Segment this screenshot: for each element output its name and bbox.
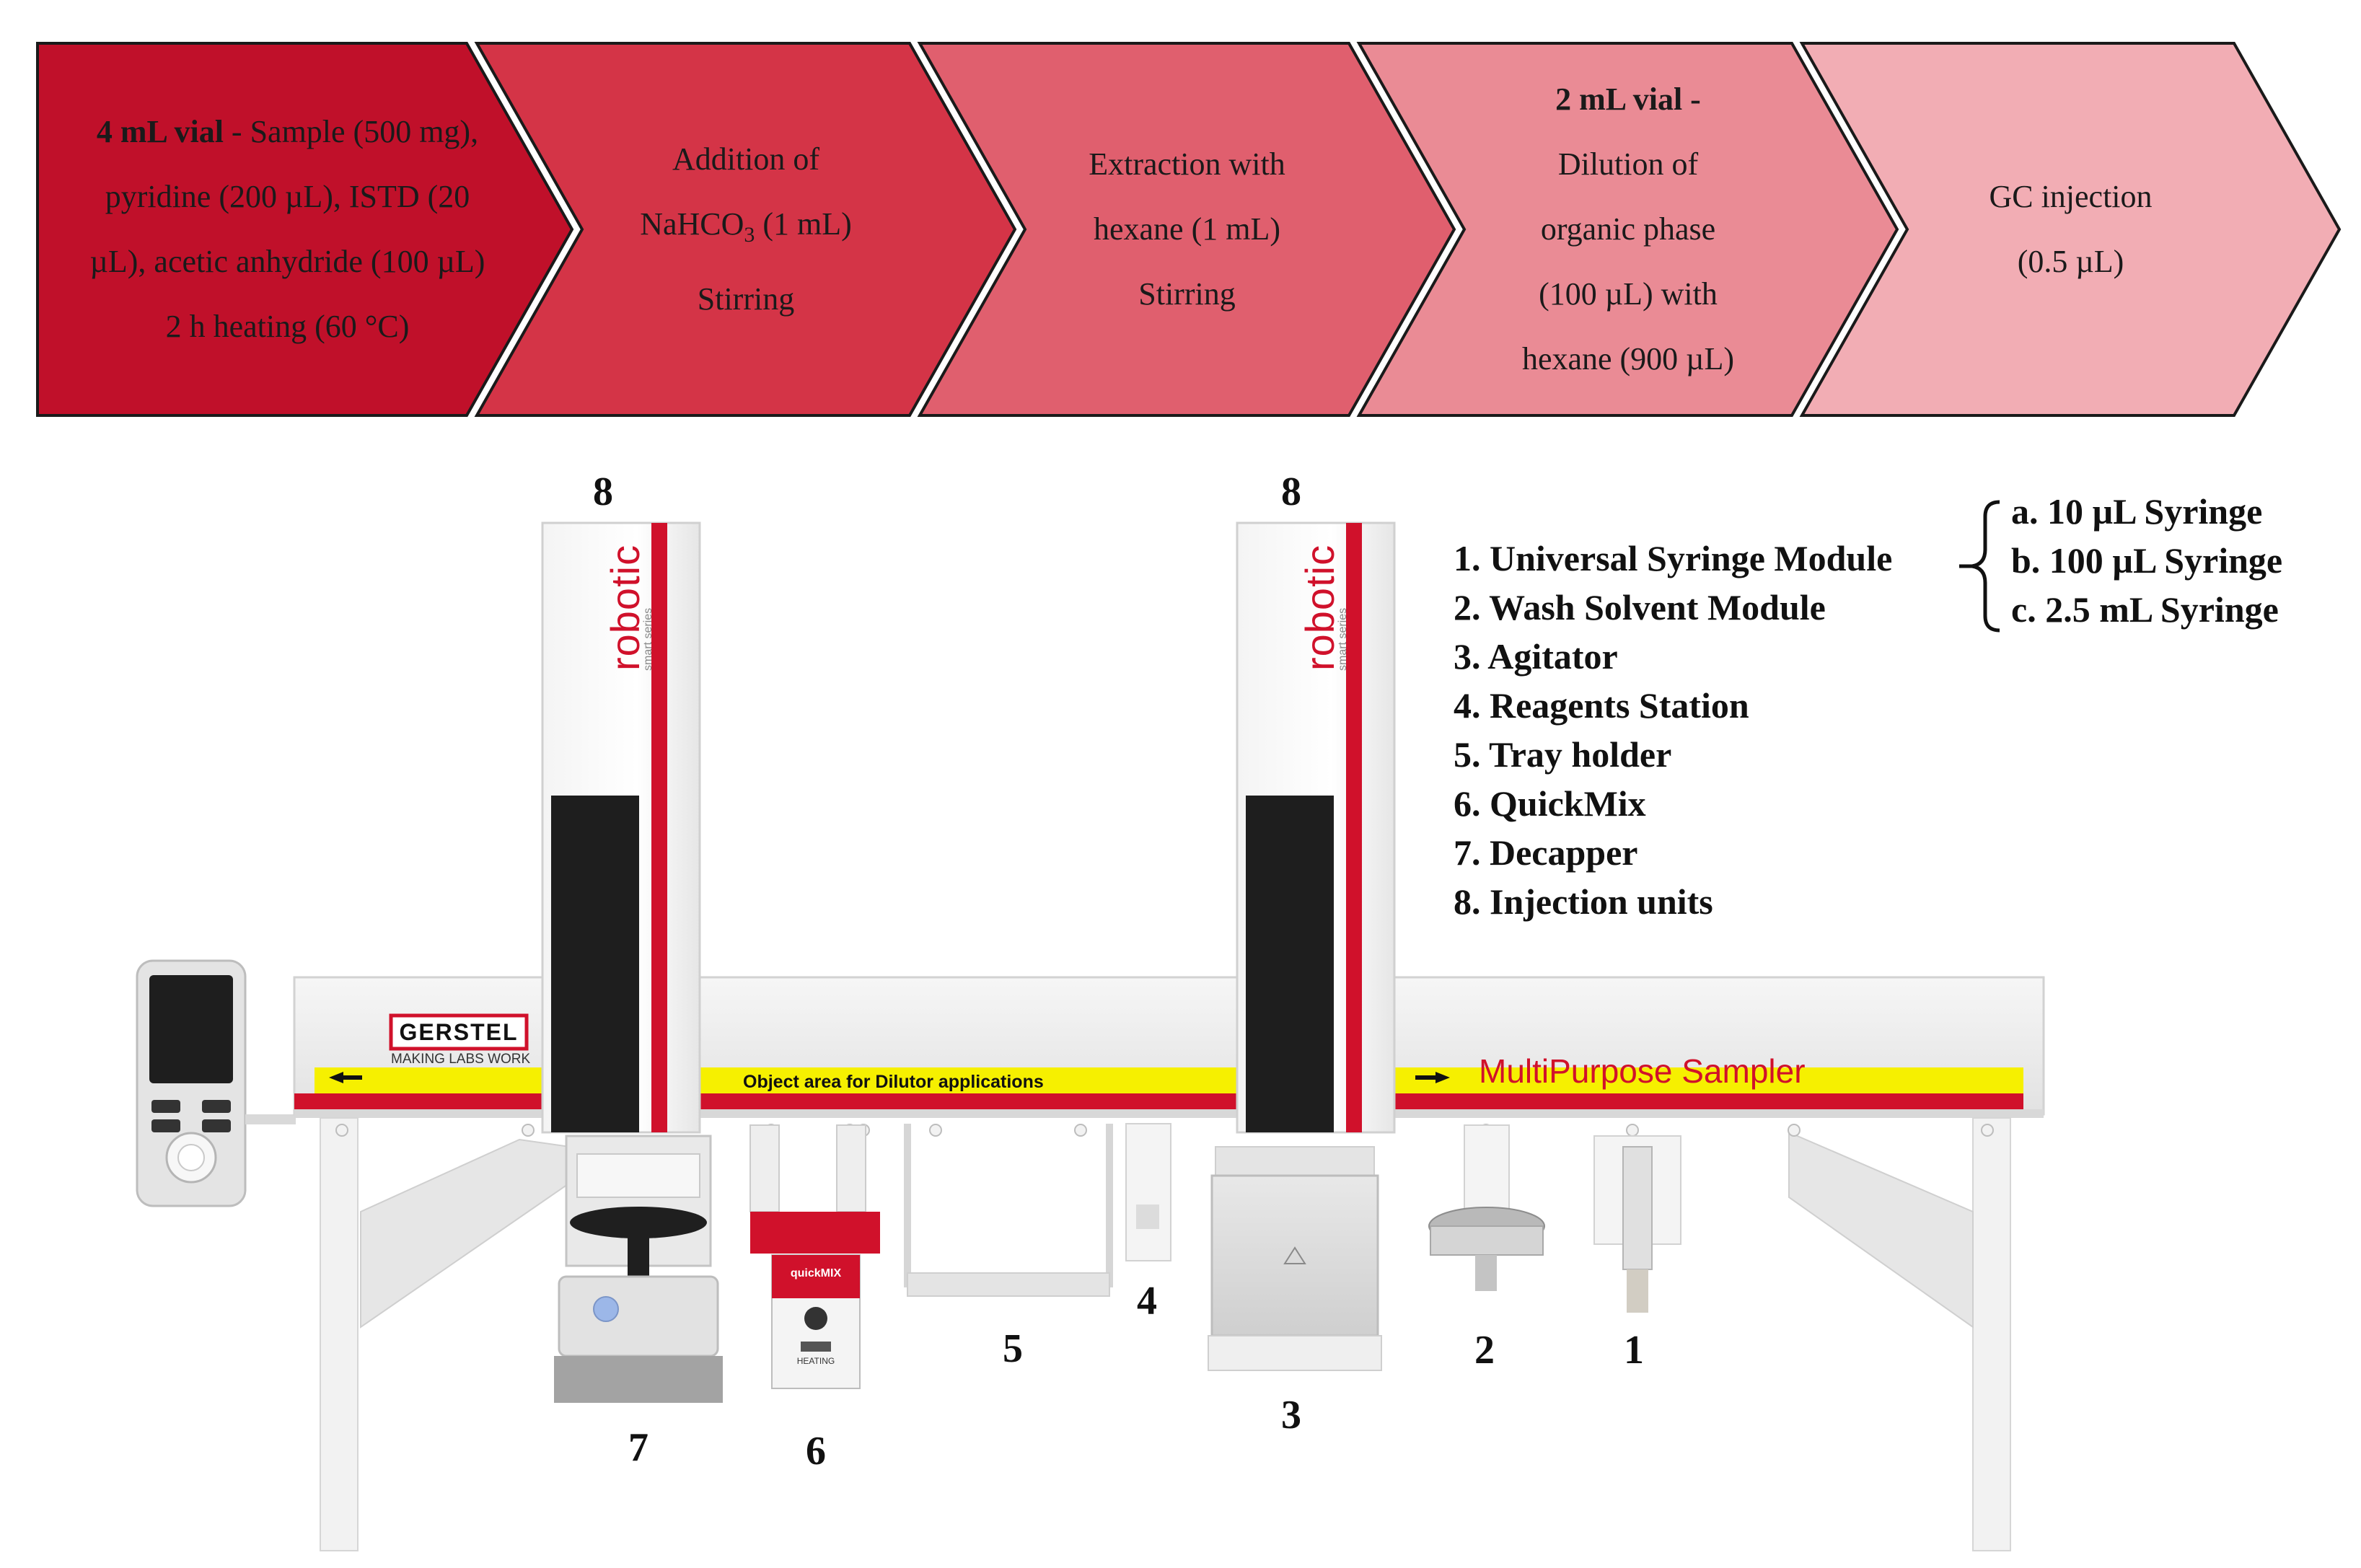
legend-item: 3. Agitator (1454, 636, 1618, 677)
label-3: 3 (1281, 1393, 1301, 1437)
gerstel-logo (389, 1013, 529, 1051)
syringe-legend: a. 10 µL Syringe b. 100 µL Syringe c. 2.… (2011, 487, 2282, 634)
wash-solvent-module (1428, 1124, 1545, 1291)
tray-holder-module (904, 1124, 1113, 1297)
tower-right-label: robotic smart series (1259, 498, 1349, 671)
injection-unit-right (1236, 521, 1396, 1134)
agitator-module (1208, 1146, 1382, 1371)
workflow-step-2-text: Addition of NaHCO3 (1 mL) Stirring (582, 43, 910, 415)
label-1: 1 (1624, 1328, 1644, 1373)
universal-syringe-module (1593, 1135, 1681, 1313)
workflow-step-line: (0.5 µL) (2017, 244, 2124, 279)
workflow-step-2-arrow (474, 42, 1017, 417)
syringe-brace (1959, 500, 2000, 633)
workflow-step-line: 4 mL vial - Sample (500 mg), (96, 114, 479, 149)
workflow-step-line: (100 µL) with (1539, 276, 1718, 312)
workflow-step-1-text: 4 mL vial - Sample (500 mg), pyridine (20… (38, 43, 537, 415)
syringe-item: a. 10 µL Syringe (2011, 491, 2263, 532)
workflow-step-line: Extraction with (1089, 146, 1285, 182)
control-terminal (136, 959, 296, 1207)
workflow-step-line: Stirring (697, 281, 795, 317)
workflow-step-line: Addition of (672, 141, 820, 177)
quickmix-logo: quickMIX (790, 1267, 842, 1279)
legend-item: 2. Wash Solvent Module (1454, 587, 1826, 627)
tower-right-series: smart series (1337, 607, 1349, 671)
workflow-step-4-text: 2 mL vial - Dilution of organic phase (100 … (1464, 43, 1792, 415)
syringe-item: b. 100 µL Syringe (2011, 540, 2283, 581)
workflow-step-line: Dilution of (1557, 146, 1699, 182)
label-8-left: 8 (593, 470, 613, 514)
gerstel-tagline: MAKING LABS WORK (391, 1052, 531, 1067)
workflow-step-5-text: GC injection (0.5 µL) (1907, 43, 2234, 415)
legend-item: 1. Universal Syringe Module (1454, 538, 1893, 578)
label-2: 2 (1474, 1328, 1495, 1373)
module-legend: 1. Universal Syringe Module 2. Wash Solv… (1454, 534, 1892, 926)
injection-unit-left (541, 521, 701, 1134)
workflow-arrows (36, 42, 2342, 417)
label-8-right: 8 (1281, 470, 1301, 514)
rail-legs (320, 1117, 2011, 1551)
label-7: 7 (628, 1425, 648, 1470)
workflow-step-line: hexane (900 µL) (1521, 341, 1735, 376)
legend-item: 4. Reagents Station (1454, 685, 1749, 726)
gerstel-brand: GERSTEL (399, 1019, 519, 1045)
syringe-item: c. 2.5 mL Syringe (2011, 589, 2279, 630)
workflow-step-5-arrow (1799, 42, 2342, 417)
label-6: 6 (806, 1429, 826, 1474)
legend-item: 7. Decapper (1454, 832, 1638, 873)
quickmix-module (749, 1124, 880, 1389)
workflow-step-line: pyridine (200 µL), ISTD (20 (105, 179, 470, 214)
tower-left-series: smart series (642, 607, 654, 671)
workflow-step-4-arrow (1356, 42, 1899, 417)
workflow-step-line: µL), acetic anhydride (100 µL) (89, 244, 485, 279)
workflow-step-line: hexane (1 mL) (1094, 211, 1280, 247)
tower-left-label: robotic smart series (564, 498, 654, 671)
decapper-module (554, 1135, 723, 1403)
workflow-step-line: NaHCO3 (1 mL) (640, 206, 852, 247)
legend-item: 8. Injection units (1454, 881, 1713, 922)
legend-item: 6. QuickMix (1454, 783, 1646, 824)
quickmix-sub: HEATING (796, 1356, 835, 1366)
reagents-station-module (1125, 1123, 1171, 1261)
workflow-step-line: organic phase (1540, 211, 1716, 247)
object-area-label: Object area for Dilutor applications (743, 1072, 1044, 1092)
workflow-step-3-text: Extraction with hexane (1 mL) Stirring (1025, 43, 1349, 415)
workflow-step-line: 2 mL vial - (1555, 82, 1701, 117)
workflow-step-line: Stirring (1138, 276, 1236, 312)
legend-item: 5. Tray holder (1454, 734, 1672, 775)
workflow-step-1-arrow (36, 42, 574, 417)
label-5: 5 (1003, 1326, 1023, 1371)
workflow-step-line: 2 h heating (60 °C) (165, 309, 410, 344)
label-4: 4 (1137, 1279, 1157, 1323)
workflow-step-line: GC injection (1989, 179, 2153, 214)
workflow-step-3-arrow (917, 42, 1456, 417)
product-name: MultiPurpose Sampler (1479, 1052, 1806, 1090)
